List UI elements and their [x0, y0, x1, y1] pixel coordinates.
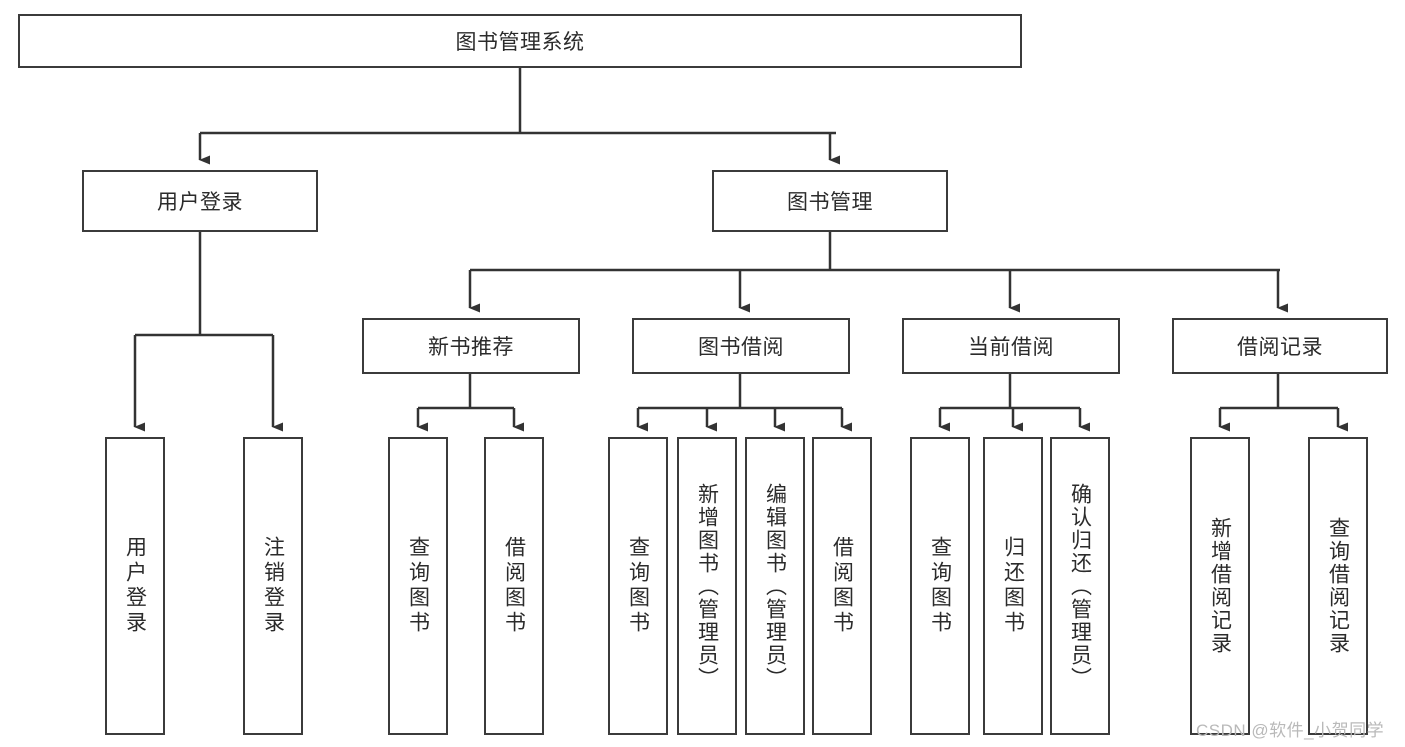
node-label: 查询图书 — [406, 536, 430, 636]
node-label: 借阅图书 — [502, 536, 526, 636]
node-user-login[interactable]: 用户登录 — [82, 170, 318, 232]
node-label: 图书管理系统 — [455, 31, 585, 54]
node-label: 查询借阅记录 — [1326, 517, 1350, 655]
leaf-query-book-borrow[interactable]: 查询图书 — [608, 437, 668, 735]
node-root-system[interactable]: 图书管理系统 — [18, 14, 1022, 68]
node-label: 用户登录 — [123, 536, 147, 636]
node-current-borrow[interactable]: 当前借阅 — [902, 318, 1120, 374]
node-label: 归还图书 — [1001, 536, 1025, 636]
leaf-query-borrow-record[interactable]: 查询借阅记录 — [1308, 437, 1368, 735]
leaf-query-book-recommend[interactable]: 查询图书 — [388, 437, 448, 735]
leaf-query-book-current[interactable]: 查询图书 — [910, 437, 970, 735]
node-label: 查询图书 — [626, 536, 650, 636]
leaf-user-logout[interactable]: 注销登录 — [243, 437, 303, 735]
node-book-borrow[interactable]: 图书借阅 — [632, 318, 850, 374]
node-label: 新增图书（管理员） — [695, 482, 719, 690]
node-label: 借阅图书 — [830, 536, 854, 636]
leaf-edit-book-admin[interactable]: 编辑图书（管理员） — [745, 437, 805, 735]
node-book-management[interactable]: 图书管理 — [712, 170, 948, 232]
node-label: 图书管理 — [787, 191, 873, 214]
leaf-add-book-admin[interactable]: 新增图书（管理员） — [677, 437, 737, 735]
node-label: 注销登录 — [261, 536, 285, 636]
leaf-borrow-book[interactable]: 借阅图书 — [812, 437, 872, 735]
node-borrow-record[interactable]: 借阅记录 — [1172, 318, 1388, 374]
node-label: 当前借阅 — [968, 336, 1054, 359]
leaf-borrow-book-recommend[interactable]: 借阅图书 — [484, 437, 544, 735]
node-label: 新书推荐 — [428, 336, 514, 359]
node-label: 借阅记录 — [1237, 336, 1323, 359]
leaf-user-login[interactable]: 用户登录 — [105, 437, 165, 735]
node-new-book-recommend[interactable]: 新书推荐 — [362, 318, 580, 374]
node-label: 查询图书 — [928, 536, 952, 636]
leaf-return-book[interactable]: 归还图书 — [983, 437, 1043, 735]
node-label: 用户登录 — [157, 191, 243, 214]
node-label: 编辑图书（管理员） — [763, 482, 787, 690]
node-label: 图书借阅 — [698, 336, 784, 359]
leaf-add-borrow-record[interactable]: 新增借阅记录 — [1190, 437, 1250, 735]
node-label: 确认归还（管理员） — [1068, 482, 1092, 690]
leaf-confirm-return-admin[interactable]: 确认归还（管理员） — [1050, 437, 1110, 735]
node-label: 新增借阅记录 — [1208, 517, 1232, 655]
